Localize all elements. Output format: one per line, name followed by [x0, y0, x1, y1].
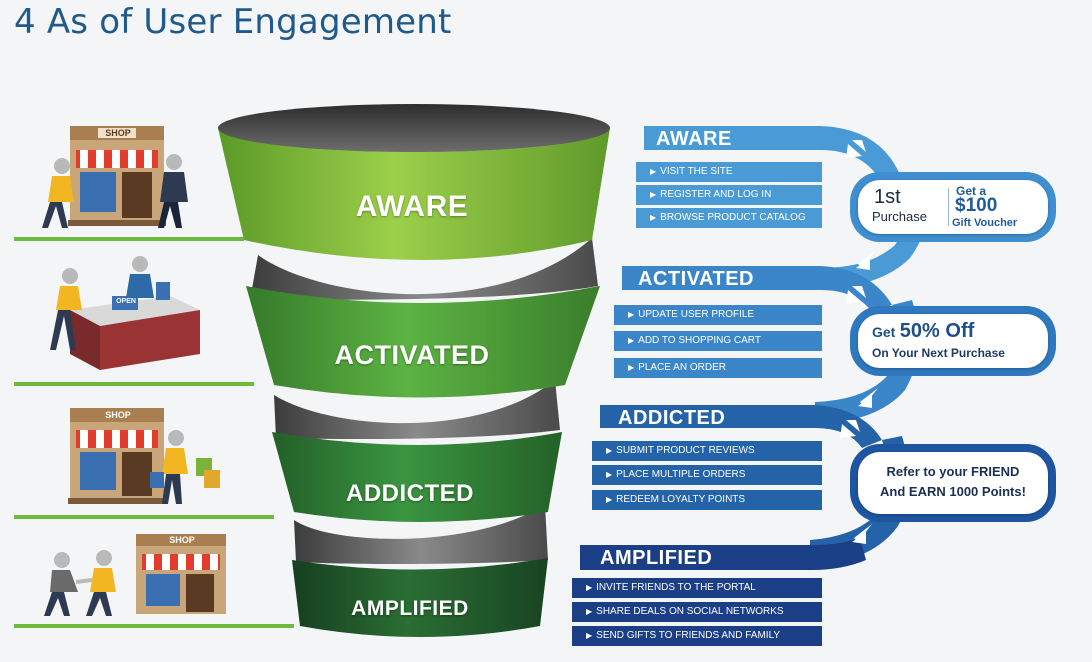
arrow-icon [846, 286, 866, 304]
arrow-icon [856, 250, 876, 270]
band-title-activated: ACTIVATED [638, 268, 754, 290]
checkout-illustration [50, 256, 200, 370]
list-item: ▶REGISTER AND LOG IN [650, 189, 772, 200]
reward-line-1: Get 50% Off [872, 320, 975, 342]
funnel-twist [250, 238, 598, 300]
list-item: ▶SHARE DEALS ON SOCIAL NETWORKS [586, 606, 784, 617]
funnel-label-amplified: AMPLIFIED [351, 597, 469, 620]
funnel-label-activated: ACTIVATED [334, 340, 490, 370]
funnel-segment-activated [246, 286, 600, 398]
reward-line-1: Refer to your FRIEND [886, 464, 1020, 479]
arrow-icon [858, 388, 878, 408]
ground-line [14, 382, 254, 386]
ground-lines [14, 237, 294, 628]
reward-get: Get a [956, 184, 987, 198]
reward-line-2: On Your Next Purchase [872, 346, 1005, 360]
triangle-right-icon: ▶ [650, 213, 657, 222]
list-item: ▶PLACE AN ORDER [628, 362, 726, 373]
triangle-right-icon: ▶ [586, 583, 593, 592]
reward-first-purchase: 1st Purchase Get a $100 Gift Voucher [858, 180, 1048, 234]
arrow-icon [840, 420, 860, 438]
band-title-addicted: ADDICTED [618, 407, 726, 429]
funnel-label-aware: AWARE [355, 190, 469, 223]
shop-illustration-4 [44, 534, 226, 616]
triangle-right-icon: ▶ [628, 336, 635, 345]
triangle-right-icon: ▶ [586, 631, 593, 640]
shop-sign: SHOP [169, 535, 195, 545]
list-item: ▶INVITE FRIENDS TO THE PORTAL [586, 582, 756, 593]
band-title-amplified: AMPLIFIED [600, 547, 713, 569]
reward-prize: Gift Voucher [952, 217, 1018, 229]
item-rows [572, 162, 822, 646]
reward-line-2: And EARN 1000 Points! [880, 484, 1026, 499]
reward-word: Purchase [872, 209, 927, 224]
reward-ordinal: 1st [874, 186, 901, 208]
funnel-twist [294, 505, 548, 565]
triangle-right-icon: ▶ [628, 310, 635, 319]
band-connector-3 [810, 436, 910, 566]
list-item: ▶SUBMIT PRODUCT REVIEWS [606, 445, 755, 456]
flow-arrows [840, 140, 878, 544]
reward-divider [948, 188, 949, 226]
list-item: ▶BROWSE PRODUCT CATALOG [650, 212, 806, 223]
shop-sign: SHOP [105, 410, 131, 420]
triangle-right-icon: ▶ [606, 495, 613, 504]
funnel [218, 104, 610, 637]
band-aware [644, 126, 900, 180]
shop-illustration-1 [68, 126, 166, 226]
band-activated [622, 266, 892, 312]
funnel-segment-addicted [272, 432, 562, 522]
band-connector-2 [815, 300, 919, 424]
funnel-label-addicted: ADDICTED [346, 480, 474, 507]
ground-line [14, 624, 294, 628]
reward-amount: $100 [955, 195, 998, 216]
triangle-right-icon: ▶ [650, 167, 657, 176]
triangle-right-icon: ▶ [628, 363, 635, 372]
person-icon [42, 158, 74, 228]
page-title: 4 As of User Engagement [14, 2, 452, 42]
list-item: ▶UPDATE USER PROFILE [628, 309, 755, 320]
triangle-right-icon: ▶ [606, 446, 613, 455]
arrow-icon [852, 524, 872, 544]
reward-discount: Get 50% Off On Your Next Purchase [858, 314, 1048, 368]
funnel-twist [274, 380, 560, 440]
list-item: ▶PLACE MULTIPLE ORDERS [606, 469, 746, 480]
ground-line [14, 515, 274, 519]
funnel-segment-amplified [292, 558, 548, 637]
band-connector-1 [820, 172, 928, 288]
reward-referral: Refer to your FRIEND And EARN 1000 Point… [858, 452, 1048, 514]
shop-illustration-3 [68, 408, 220, 504]
funnel-opening [218, 104, 610, 152]
list-item: ▶REDEEM LOYALTY POINTS [606, 494, 746, 505]
arrow-icon [846, 140, 866, 158]
list-item: ▶VISIT THE SITE [650, 166, 733, 177]
list-item: ▶SEND GIFTS TO FRIENDS AND FAMILY [586, 630, 781, 641]
band-addicted [600, 405, 882, 448]
band-title-aware: AWARE [656, 128, 732, 150]
ground-line [14, 237, 244, 241]
counter-sign: OPEN [116, 298, 136, 305]
funnel-segment-aware [218, 128, 610, 260]
band-amplified [580, 538, 866, 570]
shop-sign: SHOP [105, 128, 131, 138]
triangle-right-icon: ▶ [606, 470, 613, 479]
triangle-right-icon: ▶ [650, 190, 657, 199]
list-item: ▶ADD TO SHOPPING CART [628, 335, 761, 346]
triangle-right-icon: ▶ [586, 607, 593, 616]
person-icon [158, 154, 188, 228]
